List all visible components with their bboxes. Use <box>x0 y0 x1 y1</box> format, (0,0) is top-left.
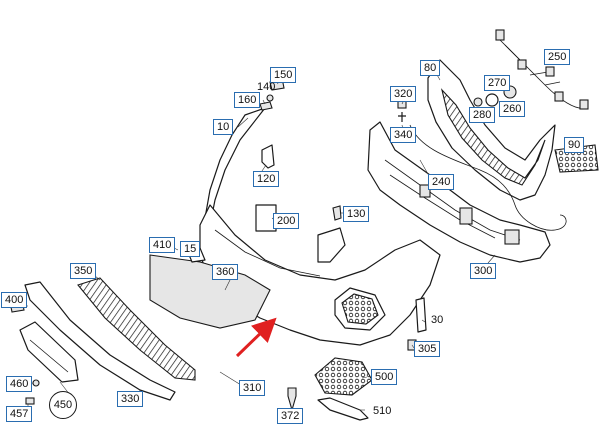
fog-grille-500 <box>314 357 373 396</box>
bolt-372 <box>287 387 297 413</box>
label-160[interactable]: 160 <box>234 92 261 108</box>
license-plate-mount-450 <box>19 321 79 383</box>
label-270[interactable]: 270 <box>484 75 511 91</box>
label-300[interactable]: 300 <box>470 263 497 279</box>
upper-grille-carrier-80 <box>427 59 556 201</box>
red-arrow-icon <box>235 317 277 358</box>
label-240[interactable]: 240 <box>428 174 455 190</box>
label-150[interactable]: 150 <box>270 67 297 83</box>
label-360[interactable]: 360 <box>212 264 239 280</box>
label-457[interactable]: 457 <box>6 406 33 422</box>
label-350[interactable]: 350 <box>70 263 97 279</box>
chrome-strip-510 <box>317 397 369 421</box>
label-80[interactable]: 80 <box>420 60 441 76</box>
label-90[interactable]: 90 <box>564 137 585 153</box>
bumper-carrier-300 <box>367 121 551 263</box>
label-410[interactable]: 410 <box>149 237 176 253</box>
label-450[interactable]: 450 <box>49 391 77 419</box>
label-260[interactable]: 260 <box>499 101 526 117</box>
label-340[interactable]: 340 <box>390 127 417 143</box>
bolt-130 <box>332 205 342 221</box>
sensor-clip-280 <box>473 97 483 107</box>
label-320[interactable]: 320 <box>390 86 417 102</box>
cable-240 <box>409 124 567 231</box>
nut-457 <box>25 397 35 405</box>
spoiler-lip-330 <box>24 281 176 401</box>
label-400[interactable]: 400 <box>1 292 28 308</box>
bracket-30 <box>415 297 427 333</box>
label-140[interactable]: 140 <box>257 81 276 93</box>
label-120[interactable]: 120 <box>253 171 280 187</box>
label-15[interactable]: 15 <box>180 241 201 257</box>
clip-160 <box>259 101 273 111</box>
label-250[interactable]: 250 <box>544 49 571 65</box>
label-305[interactable]: 305 <box>414 341 441 357</box>
wiring-harness-250 <box>495 29 589 110</box>
label-200[interactable]: 200 <box>273 213 300 229</box>
label-372[interactable]: 372 <box>277 408 304 424</box>
bolt-340 <box>398 112 406 122</box>
screw-460 <box>32 379 40 387</box>
label-500[interactable]: 500 <box>371 369 398 385</box>
lower-grille-350 <box>77 277 196 381</box>
label-510[interactable]: 510 <box>373 405 392 417</box>
sensor-ring-270 <box>485 93 499 107</box>
label-130[interactable]: 130 <box>343 206 370 222</box>
label-460[interactable]: 460 <box>6 376 33 392</box>
bracket-120 <box>261 144 275 169</box>
label-10[interactable]: 10 <box>213 119 234 135</box>
label-30[interactable]: 30 <box>431 314 444 326</box>
label-310[interactable]: 310 <box>239 380 266 396</box>
label-330[interactable]: 330 <box>117 391 144 407</box>
clip-140 <box>266 94 274 102</box>
label-280[interactable]: 280 <box>469 107 496 123</box>
